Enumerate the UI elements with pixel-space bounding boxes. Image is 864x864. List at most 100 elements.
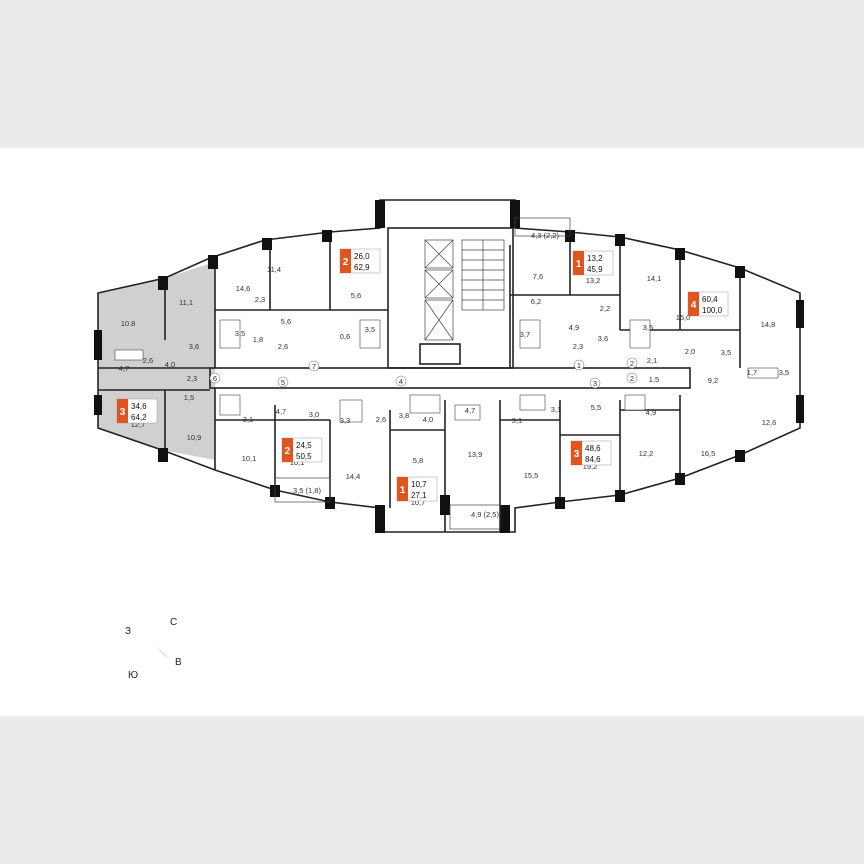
building-outline: [97, 199, 801, 533]
door-mark-circle: [308, 360, 320, 372]
room-area-label: 0,6: [340, 332, 350, 341]
door-mark-circle: [626, 372, 638, 384]
room-area-label: 2,6: [278, 342, 288, 351]
compass-south: Ю: [128, 670, 138, 681]
room-count-marker: [571, 441, 582, 465]
living-area: 48,6: [585, 444, 601, 453]
room-area-label: 5,8: [413, 456, 423, 465]
compass-west: З: [125, 626, 131, 637]
selected-apartment-highlight: [98, 262, 215, 460]
total-area: 84,6: [585, 455, 601, 464]
room-area-label: 4,3 (2,2): [531, 231, 559, 240]
room-area-label: 3,5 (1,8): [293, 486, 321, 495]
room-area-label: 10.8: [121, 319, 136, 328]
room-area-label: 3,1: [512, 416, 522, 425]
room-area-label: 9,2: [708, 376, 718, 385]
room-area-label: 1,5: [649, 375, 659, 384]
room-area-labels: 10.811,12,64,73,64,02,31,512,710,914,63,…: [119, 231, 789, 519]
room-area-label: 3,7: [520, 330, 530, 339]
balcony-bottom-right: [449, 504, 501, 530]
compass-arrow-icon: [140, 630, 170, 660]
bathroom-fixtures: [114, 319, 779, 423]
room-area-label: 3,1: [243, 415, 253, 424]
room-area-label: 14,6: [236, 284, 251, 293]
floor-plan: 10.811,12,64,73,64,02,31,512,710,914,63,…: [94, 199, 804, 681]
door-mark-label: 3: [593, 379, 597, 388]
door-mark-label: 4: [399, 377, 403, 386]
door-mark-label: 2: [630, 359, 634, 368]
room-area-label: 19,2: [583, 462, 598, 471]
door-mark-circle: [589, 377, 601, 389]
room-count: 4: [691, 300, 697, 311]
room-count: 3: [574, 449, 580, 460]
apartment-badge[interactable]: 226,062,9: [339, 248, 381, 274]
living-area: 26,0: [354, 252, 370, 261]
room-area-label: 2,3: [187, 374, 197, 383]
total-area: 62,9: [354, 263, 370, 272]
door-mark-circle: [573, 359, 585, 371]
total-area: 27,1: [411, 491, 427, 500]
apartment-badge[interactable]: 3 48,6 84,6: [570, 440, 612, 466]
apartment-badge[interactable]: 113,245,9: [572, 250, 614, 276]
living-area: 34,6: [131, 402, 147, 411]
room-area-label: 7,6: [533, 272, 543, 281]
door-mark-circle: [209, 372, 221, 384]
room-area-label: 1,5: [184, 393, 194, 402]
room-area-label: 2,2: [600, 304, 610, 313]
balcony-bottom-left: [274, 477, 331, 503]
room-count: 1: [400, 485, 406, 496]
door-mark-label: 7: [312, 362, 316, 371]
apartment-badge[interactable]: 224,550,5: [281, 437, 323, 463]
room-area-label: 13,9: [468, 450, 483, 459]
room-area-label: 10,1: [242, 454, 257, 463]
room-count: 1: [576, 259, 582, 270]
door-mark-circle: [277, 376, 289, 388]
room-area-label: 15,0: [676, 313, 691, 322]
room-count-marker: [573, 251, 584, 275]
room-area-label: 4,9 (2,5): [471, 510, 499, 519]
room-area-label: 2,6: [376, 415, 386, 424]
room-area-label: 3,8: [399, 411, 409, 420]
compass-east: В: [175, 657, 182, 668]
room-area-label: 3,3: [340, 416, 350, 425]
total-area: 45,9: [587, 265, 603, 274]
door-mark-circle: [626, 357, 638, 369]
door-mark-label: 1: [577, 361, 581, 370]
room-area-label: 2,6: [143, 356, 153, 365]
room-area-label: 2,3: [255, 295, 265, 304]
partition-walls: [98, 232, 741, 532]
room-area-label: 11,1: [179, 298, 193, 307]
room-area-label: 3,0: [309, 410, 319, 419]
room-area-label: 12,2: [639, 449, 654, 458]
room-area-label: 4,9: [569, 323, 579, 332]
living-area: 24,5: [296, 441, 312, 450]
room-area-label: 12,7: [131, 420, 146, 429]
apartment-badge[interactable]: 1 10,7 27,1: [396, 476, 438, 502]
room-area-label: 10,9: [187, 433, 202, 442]
room-area-label: 2,0: [685, 347, 695, 356]
room-area-label: 4,0: [423, 415, 433, 424]
room-area-label: 2,1: [647, 356, 657, 365]
door-mark-label: 2: [630, 374, 634, 383]
balcony-top: [514, 217, 571, 237]
room-area-label: 6,2: [531, 297, 541, 306]
room-area-label: 3,6: [598, 334, 608, 343]
core: [387, 227, 514, 369]
room-area-label: 12,6: [762, 418, 777, 427]
compass-rose: З С В Ю: [125, 617, 182, 681]
apartment-badge[interactable]: 334,664,2: [116, 398, 158, 424]
elevator-3: [424, 299, 454, 341]
room-area-label: 5,6: [281, 317, 291, 326]
room-area-label: 4,9: [646, 408, 656, 417]
room-area-label: 15,5: [524, 471, 539, 480]
living-area: 10,7: [411, 480, 427, 489]
room-area-label: 3,5: [643, 323, 653, 332]
room-area-label: 16,5: [701, 449, 716, 458]
room-area-label: 3,5: [235, 329, 245, 338]
room-area-label: 5,5: [591, 403, 601, 412]
living-area: 60,4: [702, 295, 718, 304]
